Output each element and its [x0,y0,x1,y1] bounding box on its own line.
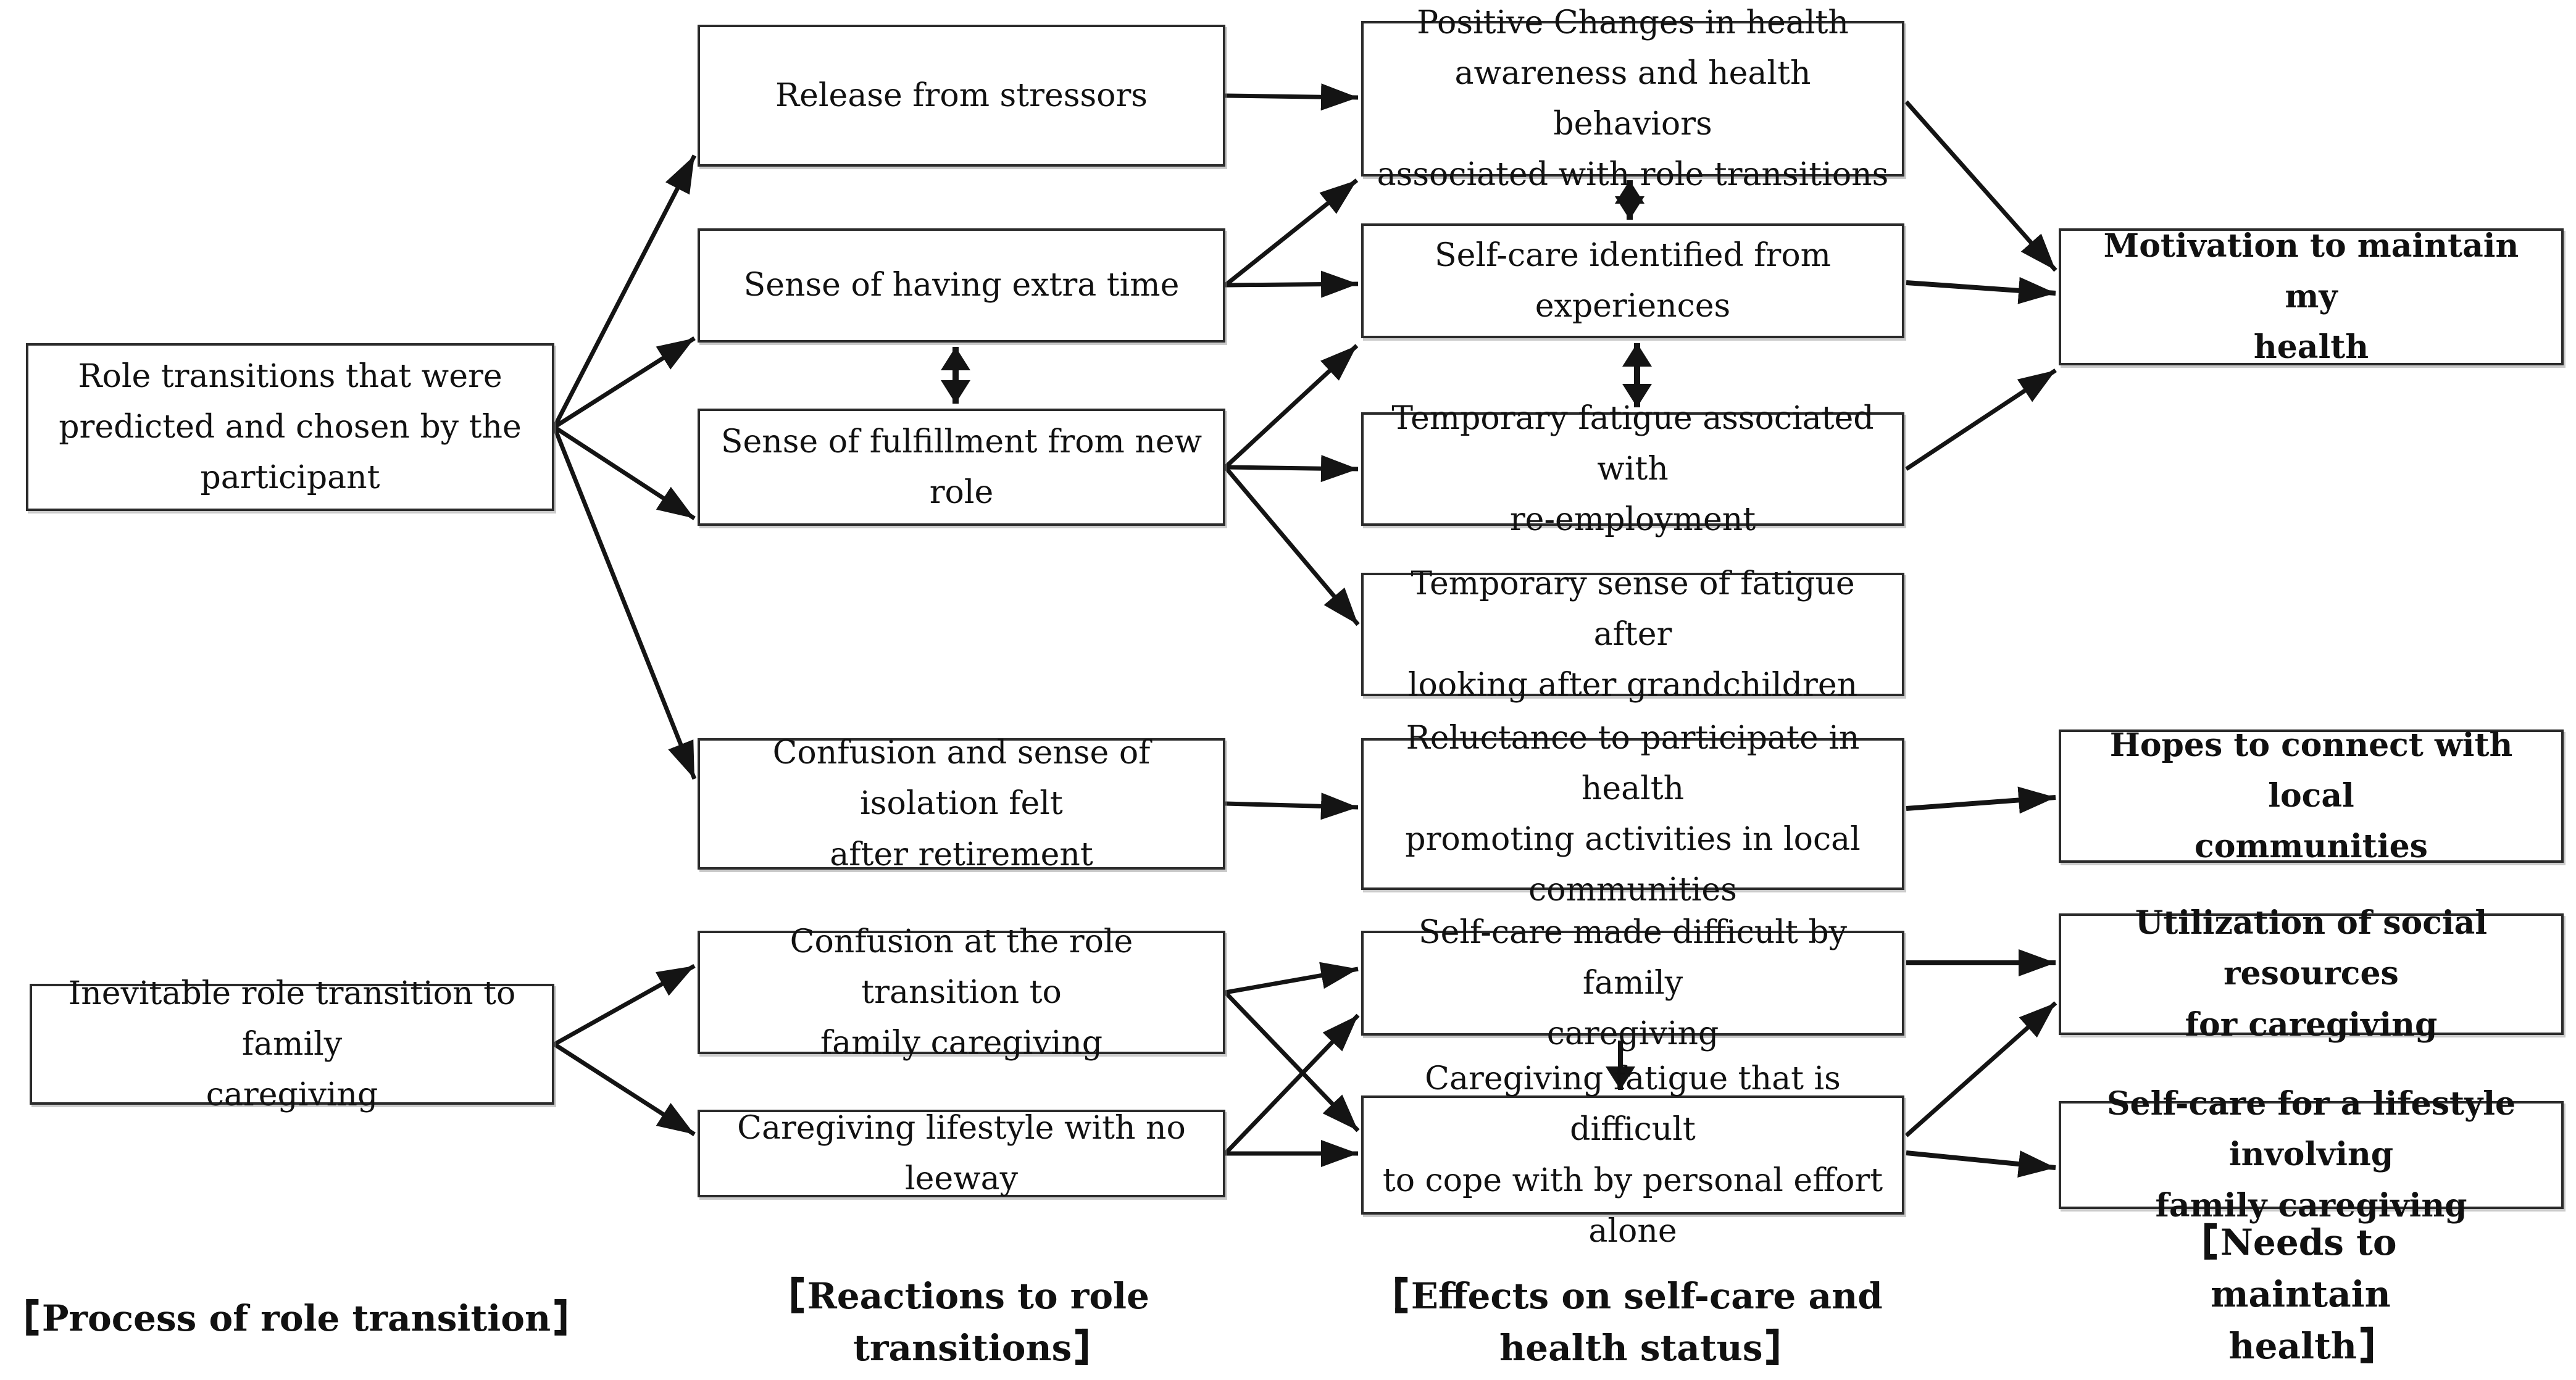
arrow-confusion-family-to-selfcare-difficult [1225,962,1359,995]
caption-effects-on-selfcare: Effects on self-care and health status [1395,1270,1883,1374]
caption-reactions-to-role-transitions: Reactions to role transitions [791,1270,1149,1374]
node-positive-changes: Positive Changes in health awareness and… [1361,4,1904,193]
arrow-confusion-isolation-to-reluctance-participate [1225,792,1359,820]
node-selfcare-difficult: Self-care made difficult by family careg… [1361,914,1904,1052]
node-selfcare-identified: Self-care identified from experiences [1361,223,1904,338]
node-selfcare-lifestyle: Self-care for a lifestyle involving fami… [2059,1085,2564,1224]
right-lenticular-bracket-icon [554,1299,567,1336]
arrow-fulfillment-new-role-to-selfcare-identified [1223,344,1359,469]
node-fulfillment-new-role: Sense of fulfillment from new role [698,409,1225,526]
arrow-positive-changes-to-motivation-health [1904,100,2057,272]
arrow-role-predicted-to-extra-time [553,336,696,429]
arrow-confusion-family-to-caregiving-fatigue-alone [1223,991,1360,1133]
arrow-reluctance-participate-to-hopes-connect [1906,786,2056,814]
right-lenticular-bracket-icon [2360,1327,2373,1364]
node-extra-time: Sense of having extra time [698,228,1225,343]
caption-text: Process of role transition [41,1297,551,1339]
arrow-role-inevitable-to-confusion-family [553,963,696,1047]
caption-needs-to-maintain-health: Needs to maintain health [2163,1216,2438,1372]
arrow-extra-time-to-selfcare-identified [1225,270,1359,298]
arrow-fulfillment-new-role-to-temporary-fatigue-reemployment [1225,455,1359,483]
arrow-caregiving-lifestyle-to-selfcare-difficult [1223,1013,1360,1155]
caption-text: Effects on self-care and health status [1411,1274,1883,1369]
left-lenticular-bracket-icon [2204,1223,2217,1260]
arrow-caregiving-fatigue-alone-to-selfcare-lifestyle [1906,1150,2056,1178]
node-confusion-isolation: Confusion and sense of isolation felt af… [698,734,1225,873]
right-lenticular-bracket-icon [1766,1328,1778,1366]
node-temporary-fatigue-reemployment: Temporary fatigue associated with re-emp… [1361,400,1904,538]
node-hopes-connect: Hopes to connect with local communities [2059,726,2564,865]
left-lenticular-bracket-icon [1395,1276,1407,1314]
node-role-inevitable: Inevitable role transition to family car… [30,975,554,1113]
arrow-role-predicted-to-fulfillment-new-role [553,425,696,520]
left-lenticular-bracket-icon [26,1299,39,1336]
caption-text: Needs to maintain health [2211,1221,2397,1368]
node-motivation-health: Motivation to maintain my health [2059,227,2564,366]
caption-text: Reactions to role transitions [807,1274,1149,1369]
arrow-role-inevitable-to-caregiving-lifestyle [553,1042,696,1136]
node-caregiving-lifestyle: Caregiving lifestyle with no leeway [698,1110,1225,1197]
arrow-temporary-fatigue-reemployment-to-motivation-health [1905,368,2057,471]
node-confusion-family: Confusion at the role transition to fami… [698,923,1225,1062]
right-lenticular-bracket-icon [1075,1328,1088,1366]
node-caregiving-fatigue-alone: Caregiving fatigue that is difficult to … [1361,1060,1904,1250]
left-lenticular-bracket-icon [791,1276,804,1314]
caption-process-of-role-transition: Process of role transition [26,1292,567,1344]
arrow-role-predicted-to-confusion-isolation [552,426,697,780]
arrow-caregiving-fatigue-alone-to-utilization-resources [1904,1001,2057,1137]
arrow-extra-time-to-positive-changes [1223,178,1359,287]
node-reluctance-participate: Reluctance to participate in health prom… [1361,720,1904,908]
node-temporary-fatigue-grandchildren: Temporary sense of fatigue after looking… [1361,565,1904,704]
arrow-fulfillment-new-role-to-temporary-fatigue-grandchildren [1223,465,1360,626]
node-release-stressors: Release from stressors [698,25,1225,167]
arrow-release-stressors-to-positive-changes [1225,83,1359,111]
arrow-selfcare-identified-to-motivation-health [1906,276,2056,304]
arrow-role-predicted-to-release-stressors [552,154,697,428]
node-role-predicted: Role transitions that were predicted and… [26,343,554,511]
node-utilization-resources: Utilization of social resources for care… [2059,904,2564,1044]
